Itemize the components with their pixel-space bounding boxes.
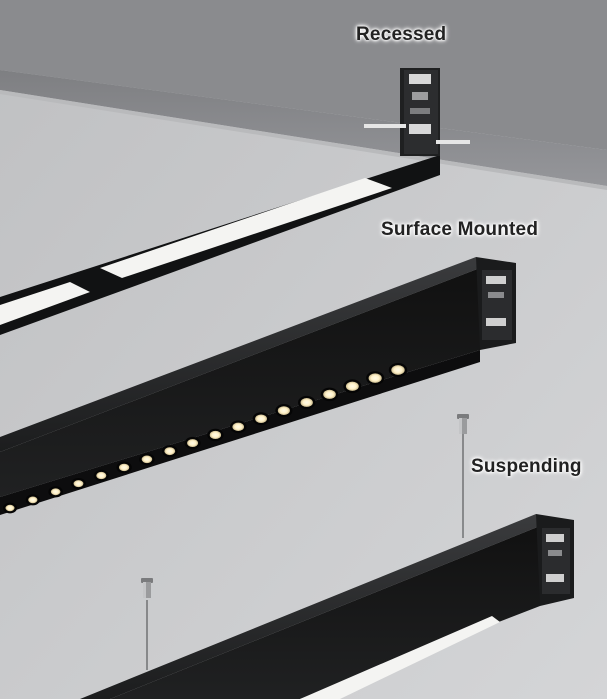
- led-dot: [28, 496, 38, 504]
- led-dot: [368, 373, 382, 383]
- concrete-edge: [0, 70, 607, 186]
- led-row: [3, 362, 408, 514]
- suspending-label: Suspending: [471, 456, 582, 477]
- led-dot: [300, 398, 313, 407]
- suspended-profile: [80, 414, 574, 699]
- led-dot: [164, 447, 176, 456]
- led-dot: [50, 488, 61, 496]
- ceiling-anchor: [457, 414, 469, 434]
- led-dot: [187, 439, 199, 448]
- concrete-highlight: [0, 90, 607, 190]
- ceiling-top: [0, 0, 607, 150]
- surface-mounted-label: Surface Mounted: [381, 219, 539, 240]
- led-dot: [277, 406, 290, 415]
- recessed-label: Recessed: [356, 24, 447, 45]
- led-dot: [96, 471, 107, 480]
- recessed-profile: [0, 68, 470, 335]
- led-dot: [323, 389, 336, 399]
- led-dot: [73, 480, 84, 488]
- led-dot: [209, 430, 222, 440]
- ceiling-anchor: [141, 578, 153, 598]
- led-dot: [255, 414, 267, 423]
- led-dot: [118, 463, 130, 472]
- led-dot: [141, 455, 153, 464]
- led-dot: [232, 422, 245, 431]
- led-dot: [5, 504, 15, 512]
- led-dot: [345, 381, 359, 391]
- led-dot: [391, 365, 405, 375]
